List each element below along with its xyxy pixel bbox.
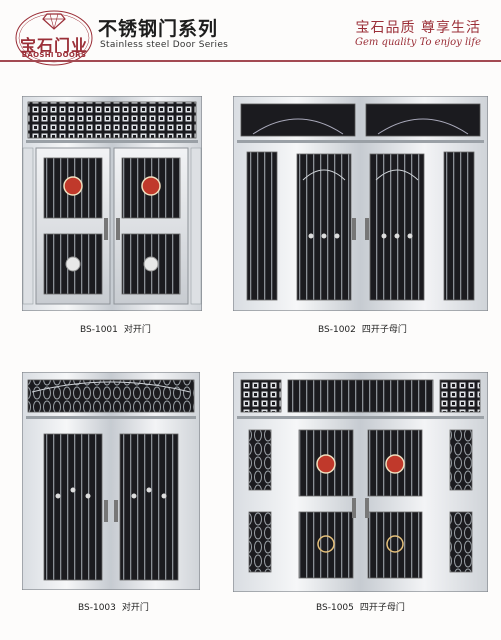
caption-bs-1001: BS-1001 对开门	[80, 322, 151, 335]
door-bs-1002-image	[233, 96, 488, 311]
product-type: 对开门	[123, 325, 151, 335]
slogan-en: Gem quality To enjoy life	[354, 37, 481, 48]
caption-bs-1003: BS-1003 对开门	[78, 600, 149, 613]
caption-bs-1005: BS-1005 四开子母门	[316, 600, 405, 613]
door-bs-1005-image	[233, 372, 488, 592]
product-type: 四开子母门	[361, 325, 407, 335]
door-bs-1001-image	[22, 96, 202, 311]
caption-bs-1002: BS-1002 四开子母门	[318, 322, 407, 335]
page-title: 不锈钢门系列	[98, 18, 219, 40]
product-type: 四开子母门	[359, 603, 405, 613]
page-header: 宝石门业 BAOSHI DOORS 不锈钢门系列 Stainless steel…	[0, 0, 501, 70]
door-bs-1003-image	[22, 372, 200, 590]
product-code: BS-1002	[318, 325, 356, 335]
product-code: BS-1001	[80, 325, 118, 335]
brand-logo: 宝石门业 BAOSHI DOORS	[14, 4, 94, 66]
header-divider	[0, 60, 501, 62]
product-code: BS-1005	[316, 603, 354, 613]
slogan-cn: 宝石品质 尊享生活	[355, 20, 481, 36]
page-subtitle: Stainless steel Door Series	[100, 40, 229, 50]
diamond-emblem-icon	[15, 10, 93, 66]
product-type: 对开门	[121, 603, 149, 613]
brand-name-cn: 宝石门业	[19, 36, 88, 55]
product-code: BS-1003	[78, 603, 116, 613]
brand-name-en: BAOSHI DOORS	[21, 51, 87, 59]
